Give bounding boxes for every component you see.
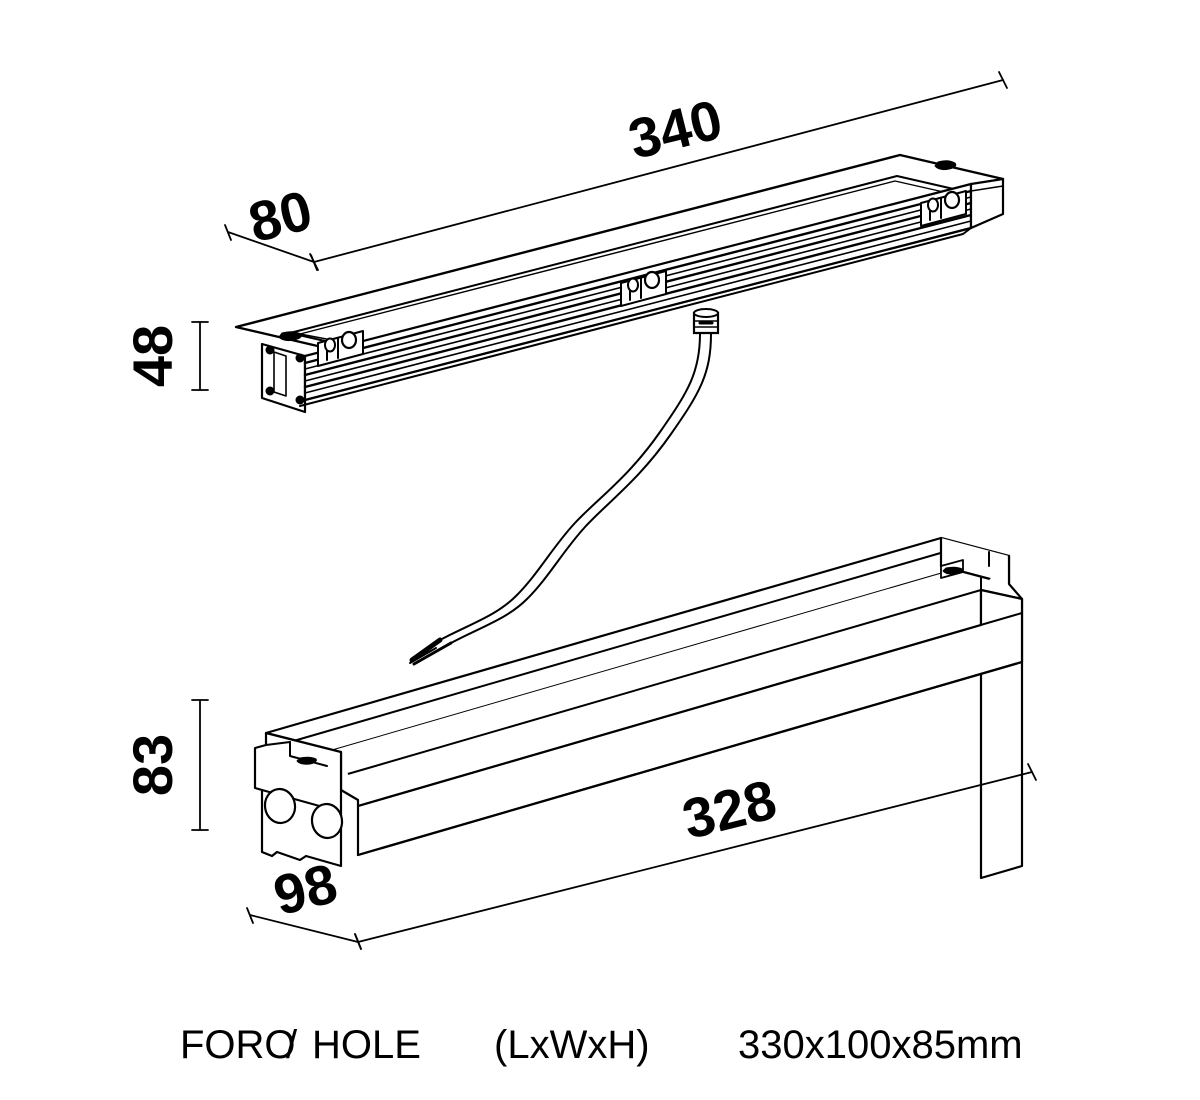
mounting-clip-right[interactable] (920, 190, 967, 227)
dimension-label-340: 340 (622, 87, 728, 171)
dimension-label-98: 98 (267, 851, 343, 927)
cable-gland (692, 308, 720, 335)
supply-cable (409, 308, 720, 666)
recessed-linear-fixture (234, 153, 1005, 414)
hole-caption: FORO / HOLE (LxWxH) 330x100x85mm (180, 1023, 1023, 1067)
housing-end-plate-left (253, 731, 344, 868)
dimension-lines (191, 71, 1037, 950)
caption-value: 330x100x85mm (738, 1023, 1023, 1067)
caption-separator: / (286, 1023, 298, 1067)
dimension-line-328 (354, 763, 1037, 950)
knockout-hole-left (263, 787, 297, 825)
mounting-clip-middle[interactable] (620, 270, 667, 307)
fixture-end-cap-right (969, 177, 1005, 230)
dimension-label-83: 83 (121, 734, 184, 796)
caption-axes: (LxWxH) (494, 1023, 650, 1067)
dimension-label-48: 48 (121, 325, 184, 387)
installation-housing-box (253, 536, 1024, 880)
dimension-line-80 (224, 224, 318, 271)
mounting-clip-left[interactable] (317, 330, 364, 367)
dimension-line-48 (191, 321, 209, 391)
housing-end-clip-right (940, 551, 990, 579)
dimension-line-83 (191, 699, 209, 831)
dimension-label-80: 80 (242, 178, 318, 254)
caption-label-it: FORO (180, 1023, 296, 1067)
fixture-end-cap-left (260, 342, 307, 414)
knockout-hole-right (310, 802, 344, 840)
caption-label-en: HOLE (312, 1023, 421, 1067)
